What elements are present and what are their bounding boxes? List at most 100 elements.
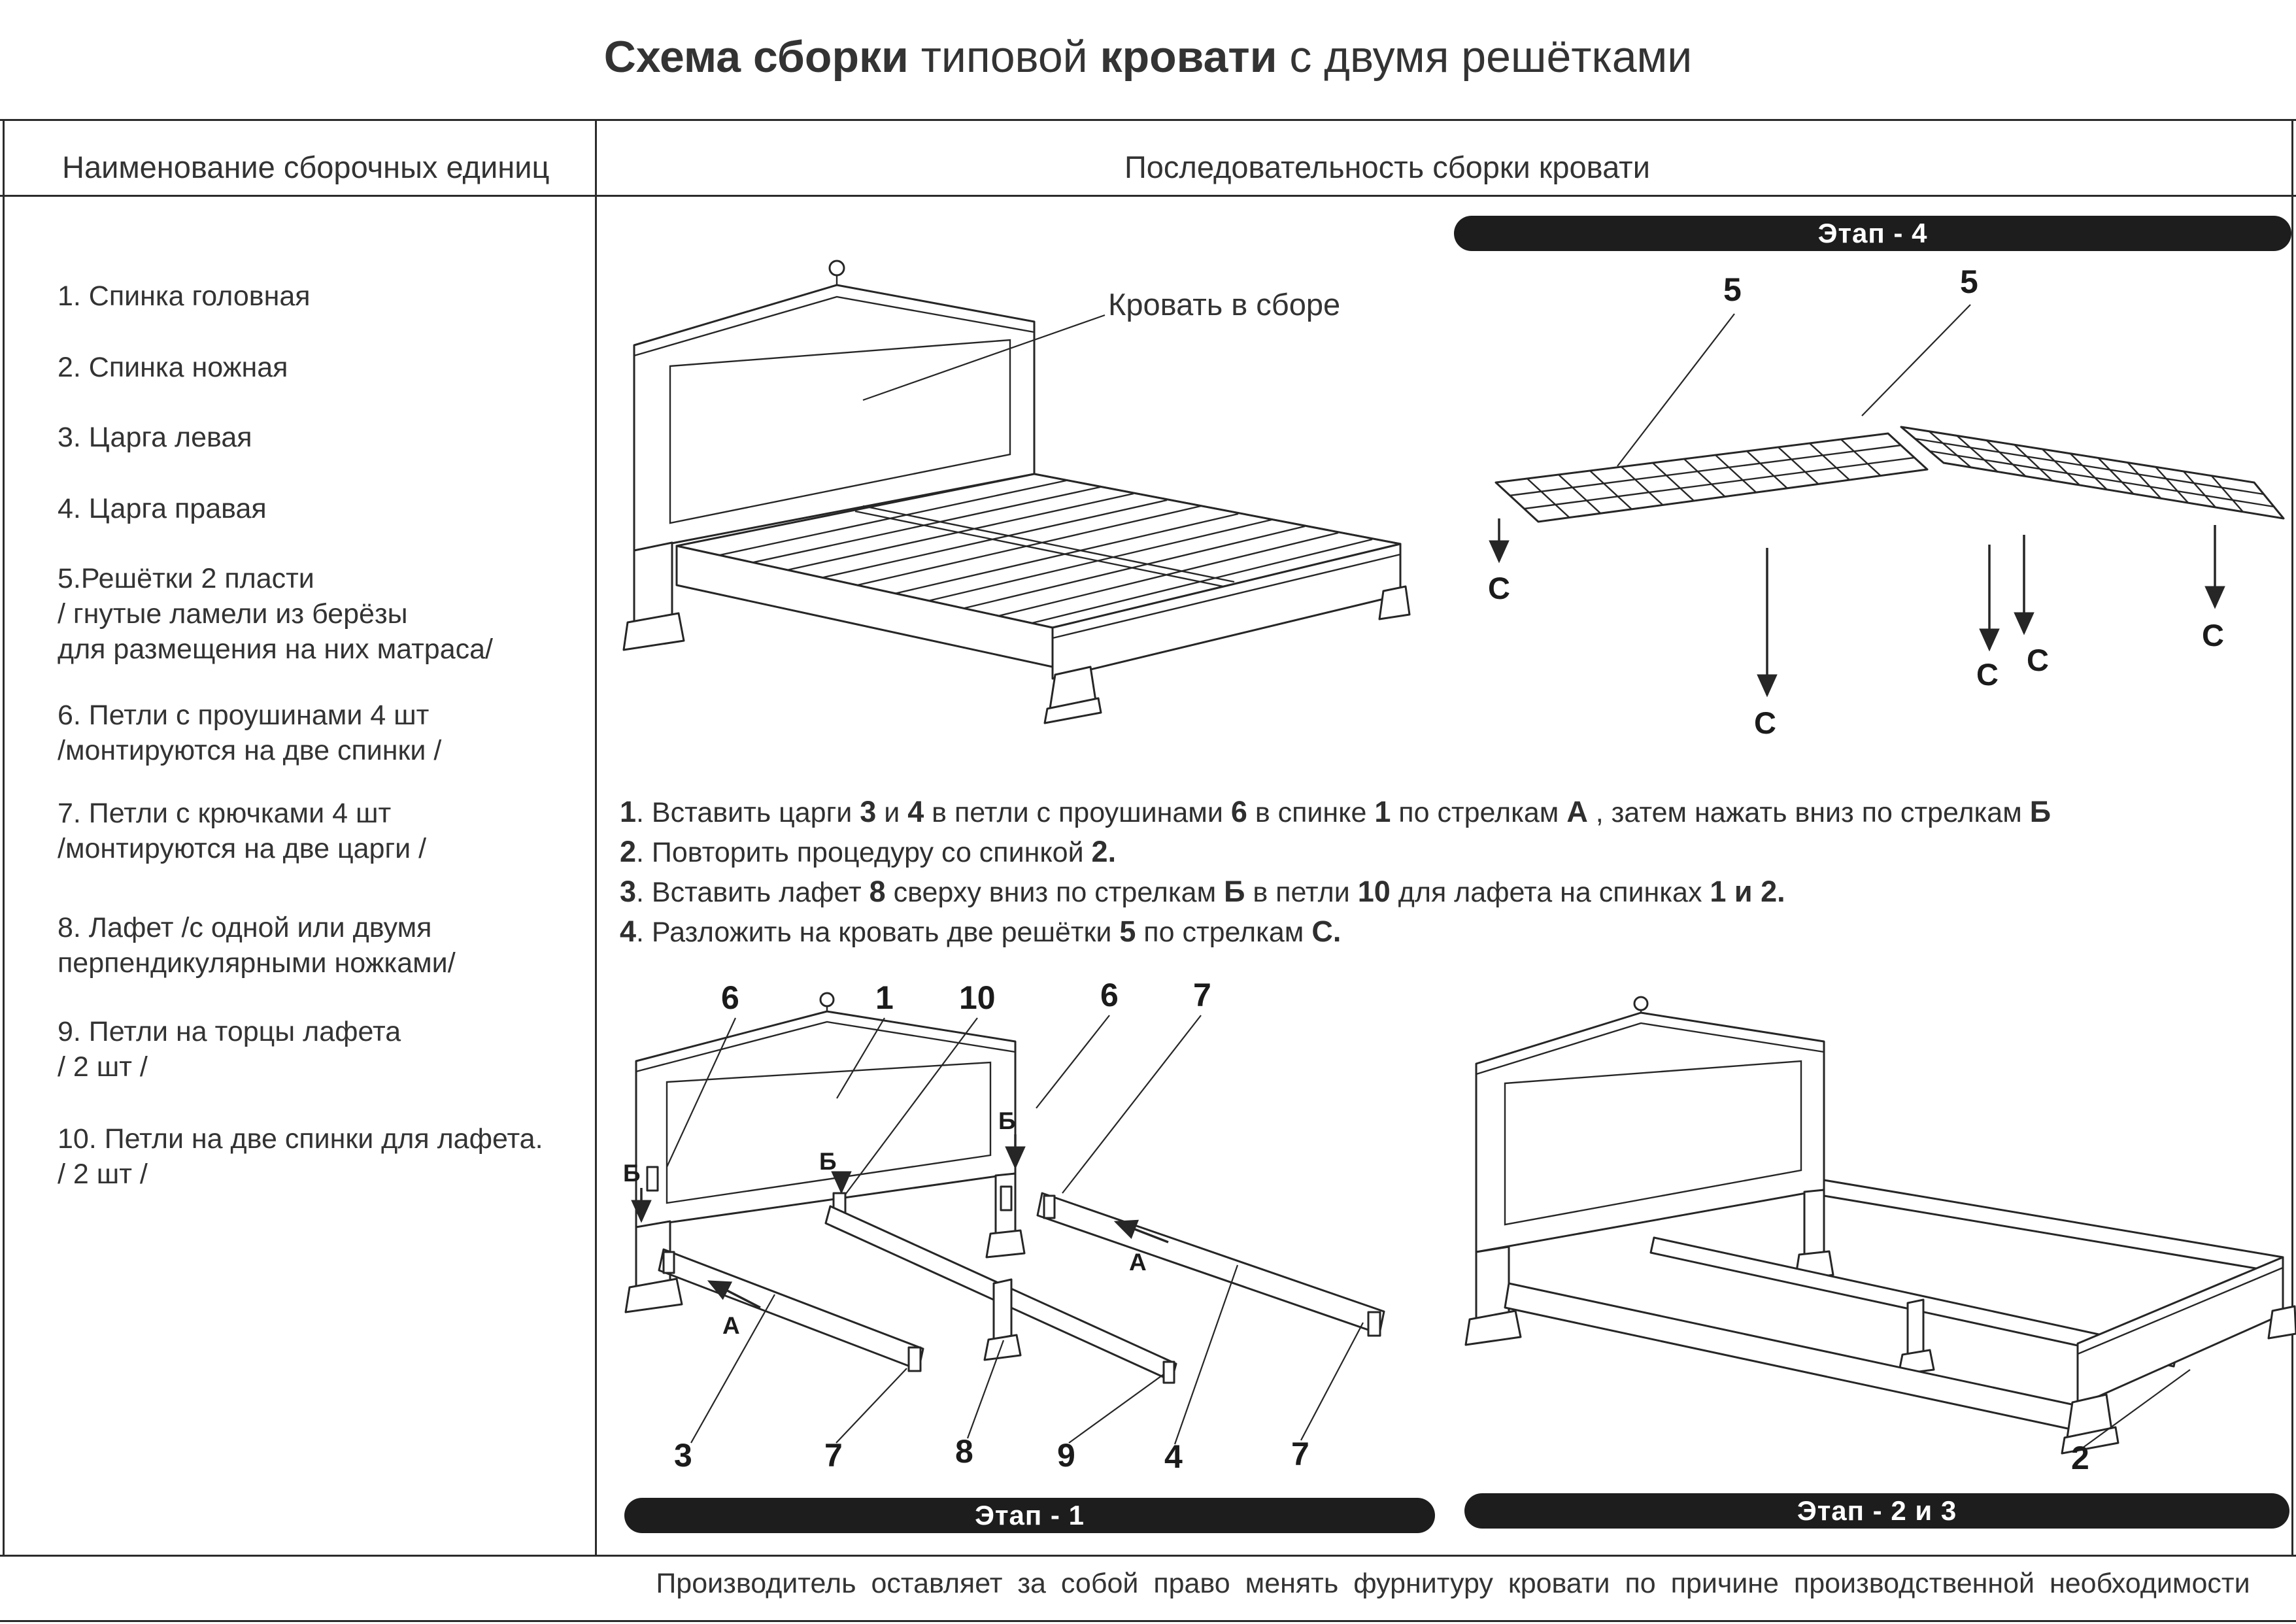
center-beam: [854, 510, 1227, 588]
page-title: Схема сборки типовой кровати с двумя реш…: [0, 31, 2296, 82]
instruction-segment: Б: [1224, 875, 1245, 908]
part-line: для размещения на них матраса/: [58, 634, 493, 665]
callout-leader: [966, 1340, 1005, 1439]
instruction-segment: , затем нажать вниз по стрелкам: [1587, 797, 2030, 828]
callout-leader: [690, 1294, 775, 1444]
instruction-line-4: 4. Разложить на кровать две решётки 5 по…: [620, 912, 2051, 952]
footboard-frame: [2061, 1256, 2296, 1455]
title-segment: кровати: [1100, 32, 1277, 82]
parts-list-item-3: 3. Царга левая: [58, 420, 594, 455]
rail-right: [1036, 1192, 1385, 1337]
instruction-segment: 5: [1119, 915, 1136, 948]
instruction-segment: 3: [620, 875, 637, 908]
part-label-6: 6: [721, 979, 739, 1016]
part-line: перпендикулярными ножками/: [58, 947, 456, 979]
instruction-segment: в спинке: [1247, 797, 1375, 828]
headboard-frame: [1464, 996, 1834, 1346]
direction-label-b: Б: [998, 1108, 1016, 1134]
instruction-segment: . Вставить царги: [636, 797, 860, 828]
title-segment: типовой: [908, 32, 1100, 82]
direction-label-c: С: [2027, 643, 2049, 677]
instruction-segment: 8: [869, 875, 886, 908]
part-line: / 2 шт /: [58, 1159, 148, 1190]
instruction-line-1: 1. Вставить царги 3 и 4 в петли с проуши…: [620, 792, 2051, 832]
parts-list-item-9: 9. Петли на торцы лафета / 2 шт /: [58, 1014, 594, 1085]
part-line: /монтируются на две царги /: [58, 833, 427, 864]
callout-leader: [2082, 1369, 2191, 1449]
part-line: 1. Спинка головная: [58, 280, 311, 312]
instruction-segment: С.: [1311, 915, 1342, 948]
instruction-segment: 1: [620, 795, 637, 828]
direction-label-c: С: [1488, 571, 1510, 605]
direction-label-a: А: [722, 1312, 740, 1339]
instruction-line-3: 3. Вставить лафет 8 сверху вниз по стрел…: [620, 872, 2051, 912]
instruction-line-2: 2. Повторить процедуру со спинкой 2.: [620, 832, 2051, 872]
lafet-end-hinge: [1162, 1361, 1175, 1384]
part-line: 7. Петли с крючками 4 шт: [58, 798, 392, 829]
front-rail: [1504, 1282, 2079, 1431]
instruction-segment: 4: [907, 795, 924, 828]
parts-list-item-2: 2. Спинка ножная: [58, 350, 594, 385]
part-line: 3. Царга левая: [58, 422, 252, 453]
part-line: 5.Решётки 2 пласти: [58, 563, 314, 594]
column-divider: [595, 119, 597, 1555]
center-beam: [862, 505, 1235, 583]
headboard-exploded: [624, 992, 1026, 1313]
instruction-segment: Б: [2029, 795, 2051, 828]
title-segment: с двумя решётками: [1277, 32, 1693, 82]
footer-note: Производитель оставляет за собой право м…: [656, 1568, 2250, 1599]
part-label-7: 7: [824, 1437, 843, 1474]
eyelet-hinge: [1000, 1185, 1013, 1211]
left-column-header: Наименование сборочных единиц: [62, 150, 550, 184]
lafet-beam: [824, 1205, 1177, 1384]
instruction-segment: для лафета на спинках: [1390, 877, 1710, 908]
stage1-banner: Этап - 1: [624, 1498, 1435, 1533]
parts-list-item-8: 8. Лафет /с одной или двумя перпендикуля…: [58, 910, 594, 981]
label5-right-leader: [1861, 304, 1971, 416]
right-border: [2291, 119, 2293, 1555]
header-underline: [0, 195, 2296, 197]
part-label-10: 10: [959, 979, 996, 1016]
part-label-6: 6: [1100, 977, 1119, 1013]
assembly-instructions: 1. Вставить царги 3 и 4 в петли с проуши…: [620, 792, 2051, 952]
instruction-segment: . Вставить лафет: [636, 877, 869, 908]
instruction-segment: 4: [620, 915, 637, 948]
part-line: 8. Лафет /с одной или двумя: [58, 912, 432, 943]
instruction-segment: . Повторить процедуру со спинкой: [636, 837, 1092, 868]
back-rail: [1823, 1179, 2284, 1274]
parts-list-item-7: 7. Петли с крючками 4 шт /монтируются на…: [58, 796, 594, 866]
callout-leader: [836, 1017, 885, 1099]
slat-base-left: [1494, 432, 1929, 523]
part-label-9: 9: [1057, 1437, 1075, 1474]
part-label-5: 5: [1723, 271, 1742, 308]
instruction-segment: А: [1566, 795, 1588, 828]
arrow-a: [1113, 1219, 1169, 1243]
part-line: 10. Петли на две спинки для лафета.: [58, 1123, 543, 1155]
callout-leader: [1062, 1015, 1202, 1194]
footboard: [1043, 543, 1411, 724]
stage23-banner: Этап - 2 и 3: [1464, 1493, 2289, 1529]
callout-leader: [1068, 1374, 1164, 1444]
direction-label-b: Б: [623, 1160, 641, 1187]
stage4-banner: Этап - 4: [1454, 216, 2291, 251]
stage1-drawing: 6 1 10 6 7 Б Б Б А А 3 7 8 9 4 7: [623, 977, 1385, 1475]
callout-leader: [845, 1017, 978, 1195]
instruction-segment: сверху вниз по стрелкам: [885, 877, 1224, 908]
eyelet-hinge: [646, 1166, 659, 1192]
callout-leader: [836, 1368, 907, 1444]
instruction-segment: по стрелкам: [1136, 917, 1312, 948]
part-line: 6. Петли с проушинами 4 шт: [58, 700, 430, 731]
instruction-segment: . Разложить на кровать две решётки: [636, 917, 1120, 948]
part-line: /монтируются на две спинки /: [58, 735, 442, 766]
rail-left: [658, 1248, 924, 1372]
footer-topline: [0, 1555, 2296, 1557]
part-label-8: 8: [955, 1433, 973, 1470]
instruction-segment: 6: [1230, 795, 1247, 828]
part-label-5: 5: [1960, 267, 1978, 300]
instruction-segment: в петли: [1245, 877, 1358, 908]
bottom-border: [0, 1620, 2296, 1622]
callout-leader: [666, 1017, 736, 1168]
part-line: 2. Спинка ножная: [58, 352, 288, 383]
title-underline: [0, 119, 2296, 121]
instruction-segment: 10: [1357, 875, 1391, 908]
